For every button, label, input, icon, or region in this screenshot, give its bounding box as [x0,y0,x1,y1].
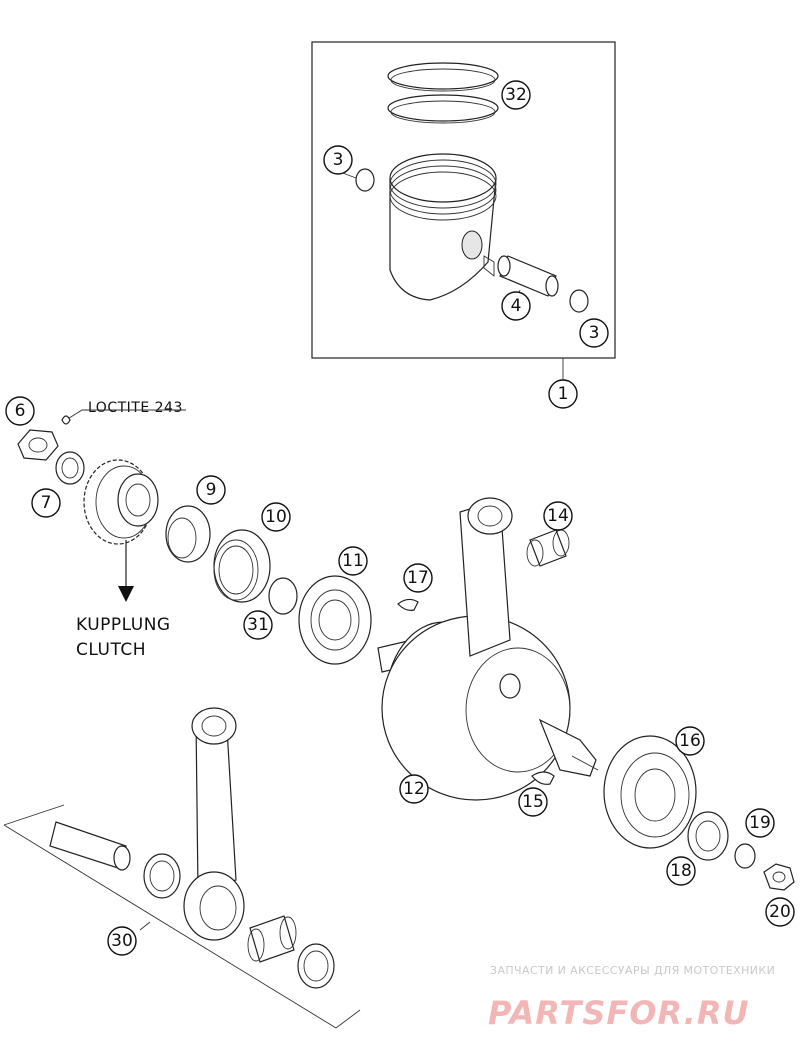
clutch-arrow [118,540,134,602]
callout-19: 19 [745,808,775,838]
main-bearing-right [603,735,697,849]
callout-3-left: 3 [323,145,353,175]
washer-right [734,843,756,869]
piston [389,153,497,301]
washer-left [55,451,85,485]
crankshaft-nut-left [17,429,59,461]
woodruff-key-left [397,598,419,611]
svg-text:17: 17 [407,568,429,588]
svg-text:4: 4 [511,296,522,316]
callout-15: 15 [518,787,548,817]
watermark-logo: PARTSFOR.RU [488,994,749,1032]
svg-text:19: 19 [749,813,771,833]
clutch-label: CLUTCH [76,640,146,660]
callout-1: 1 [548,379,578,409]
primary-gear [83,459,159,545]
spacer-bushing [165,505,211,563]
loctite-label: LOCTITE 243 [88,400,183,416]
callout-10: 10 [261,502,291,532]
callout-9: 9 [196,475,226,505]
callout-12: 12 [399,774,429,804]
needle-bearing-small-end [526,529,570,567]
shaft-seal [213,529,271,603]
circlip-right [569,289,589,313]
svg-text:6: 6 [15,401,26,421]
seal-ring-right [687,811,729,861]
svg-text:30: 30 [111,931,133,951]
callout-16: 16 [675,726,705,756]
svg-text:9: 9 [206,480,217,500]
callout-32: 32 [501,80,531,110]
crankshaft-assembly [377,497,599,801]
connecting-rod-kit [3,707,361,1029]
o-ring [268,577,298,615]
callout-14: 14 [543,501,573,531]
callout-30: 30 [107,926,137,956]
svg-text:12: 12 [403,779,425,799]
main-bearing-left [298,575,372,665]
svg-text:15: 15 [522,792,544,812]
callout-3-right: 3 [579,318,609,348]
svg-text:3: 3 [333,150,344,170]
piston-kit-frame [311,41,616,359]
svg-text:20: 20 [769,902,791,922]
loctite-note: LOCTITE 243 [61,400,186,425]
svg-text:16: 16 [679,731,701,751]
crankshaft-nut-right [763,863,795,891]
callout-4: 4 [501,291,531,321]
callout-18: 18 [666,856,696,886]
circlip-left [355,168,375,192]
piston-pin [497,255,559,297]
svg-text:3: 3 [589,323,600,343]
svg-text:31: 31 [247,615,269,635]
woodruff-key-right [531,771,555,785]
watermark-tagline: ЗАПЧАСТИ И АКСЕССУАРЫ ДЛЯ МОТОТЕХНИКИ [490,964,775,977]
svg-text:14: 14 [547,506,569,526]
callout-17: 17 [403,563,433,593]
svg-text:18: 18 [670,861,692,881]
svg-text:10: 10 [265,507,287,527]
svg-text:7: 7 [41,493,52,513]
callout-7: 7 [31,488,61,518]
svg-text:1: 1 [558,384,569,404]
kupplung-label: KUPPLUNG [76,615,171,635]
callout-6: 6 [5,396,35,426]
svg-text:11: 11 [342,551,364,571]
svg-text:32: 32 [505,85,527,105]
callout-31: 31 [243,610,273,640]
callout-11: 11 [338,546,368,576]
piston-rings [387,62,499,124]
callout-20: 20 [765,897,795,927]
